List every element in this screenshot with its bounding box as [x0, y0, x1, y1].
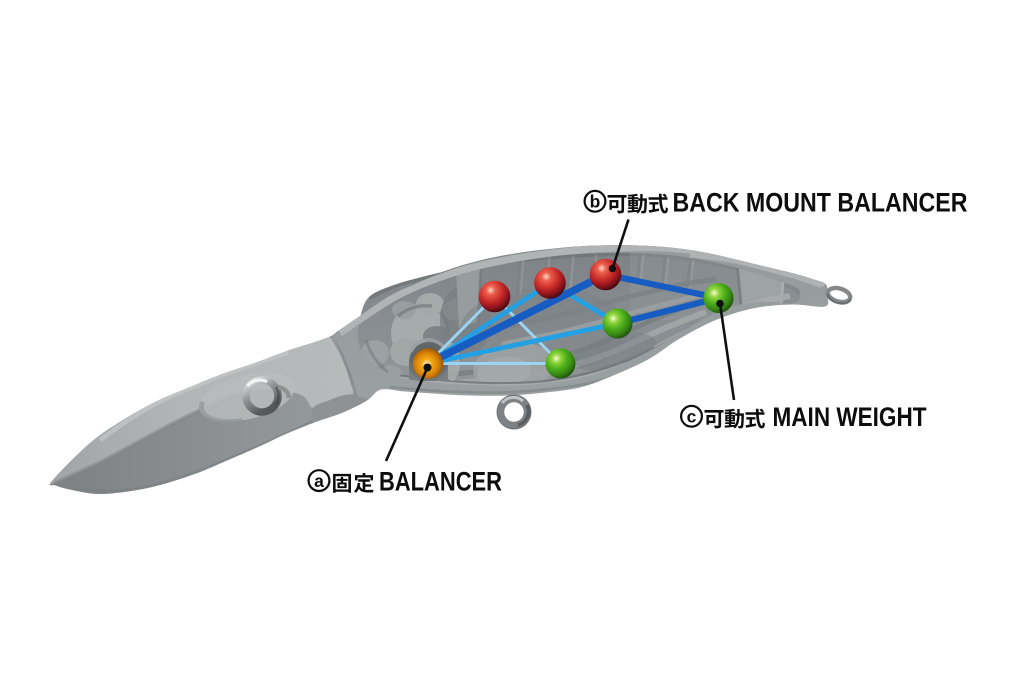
svg-text:a: a	[314, 471, 324, 491]
svg-text:c: c	[687, 407, 697, 427]
svg-text:BALANCER: BALANCER	[379, 466, 502, 496]
svg-text:MAIN WEIGHT: MAIN WEIGHT	[773, 402, 927, 432]
svg-text:BACK MOUNT BALANCER: BACK MOUNT BALANCER	[673, 187, 968, 217]
svg-text:b: b	[590, 192, 601, 212]
